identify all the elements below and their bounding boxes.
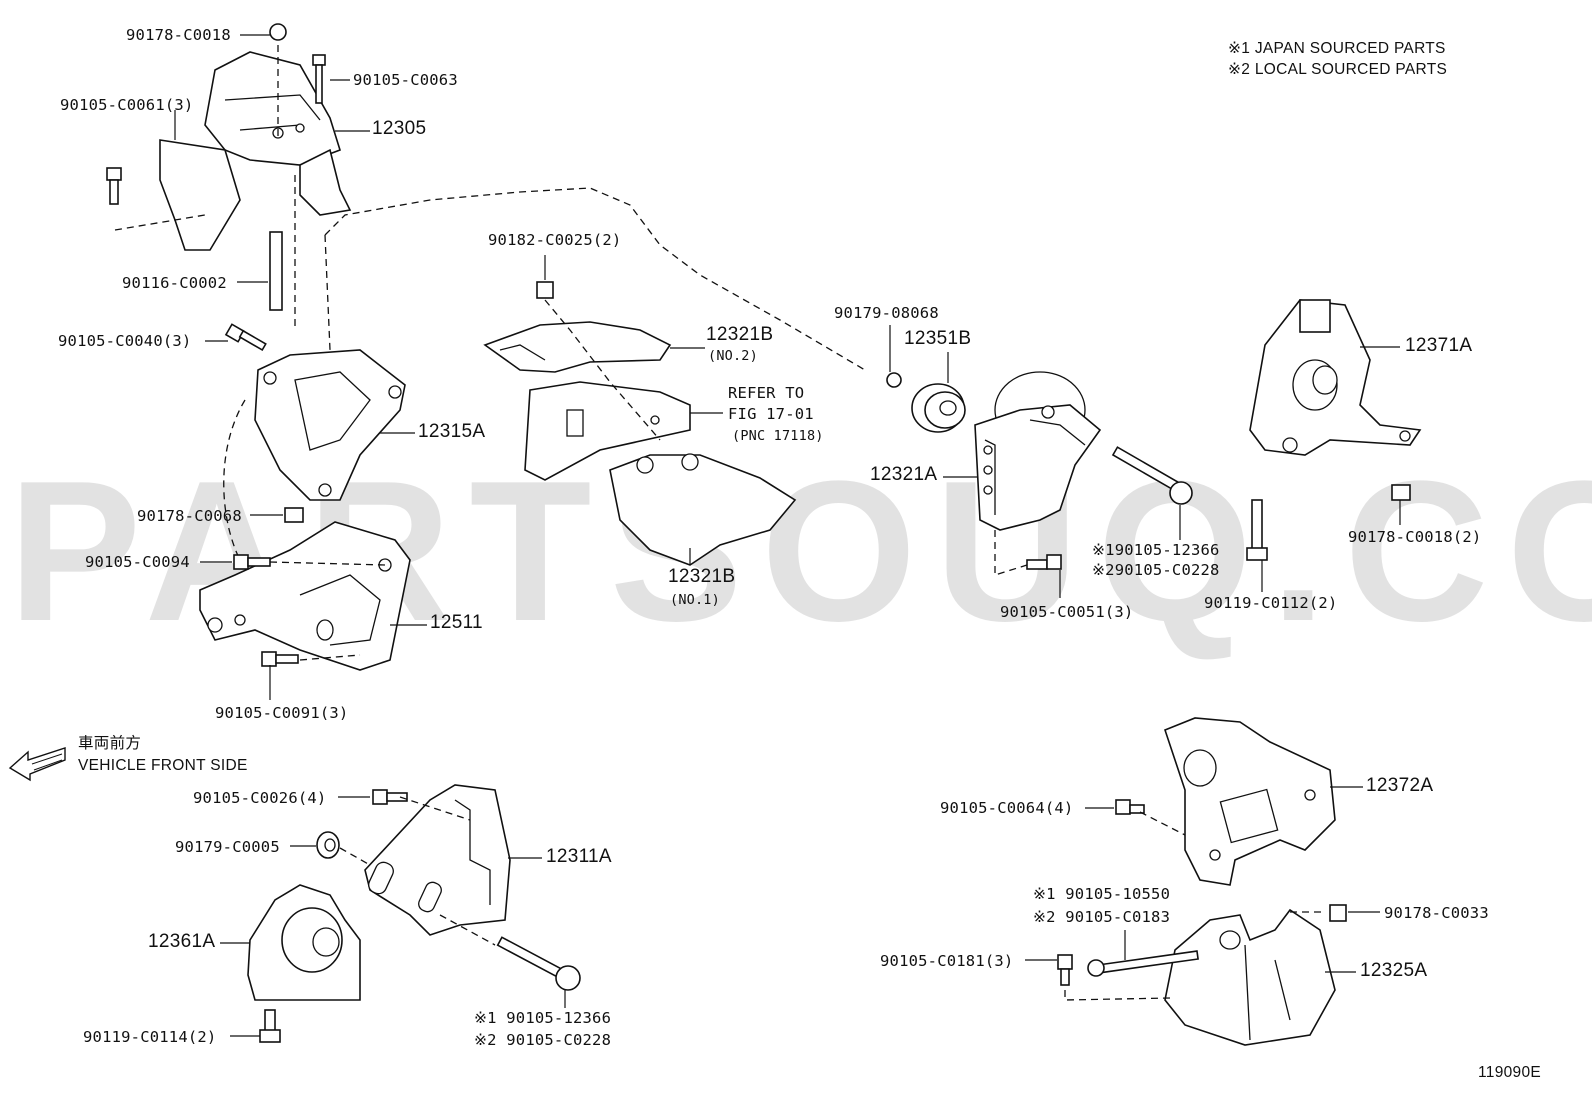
note-japan-sourced: ※1 JAPAN SOURCED PARTS	[1228, 40, 1446, 57]
label-90105-C0051[interactable]: 90105-C0051(3)	[1000, 603, 1134, 621]
label-12361A[interactable]: 12361A	[148, 931, 216, 952]
bolt-90119-C0112[interactable]	[1246, 499, 1268, 561]
bolt-90119-C0114[interactable]	[259, 1009, 281, 1043]
bolt-90105-C0063[interactable]	[312, 54, 326, 104]
label-90116-C0002[interactable]: 90116-C0002	[122, 274, 227, 292]
refer-line1: REFER TO	[728, 384, 805, 402]
refer-line2[interactable]: FIG 17-01	[728, 405, 814, 423]
nut-90178-C0018-2[interactable]	[1391, 484, 1411, 501]
label-90105-C0040[interactable]: 90105-C0040(3)	[58, 332, 192, 350]
label-90179-C0005[interactable]: 90179-C0005	[175, 838, 280, 856]
nut-90179-08068[interactable]	[886, 372, 902, 388]
label-12315A[interactable]: 12315A	[418, 421, 486, 442]
label-12321B-no2-sub: (NO.2)	[708, 348, 758, 364]
direction-label-jp: 車両前方	[78, 735, 142, 752]
direction-label-en: VEHICLE FRONT SIDE	[78, 757, 248, 774]
label-90105-C0061[interactable]: 90105-C0061(3)	[60, 96, 194, 114]
part-12372A[interactable]	[1164, 717, 1336, 886]
label-12325A[interactable]: 12325A	[1360, 960, 1428, 981]
bolt-90105-C0181[interactable]	[1057, 954, 1073, 986]
part-12305[interactable]	[159, 51, 352, 251]
part-12311A[interactable]	[364, 784, 511, 936]
label-12511[interactable]: 12511	[430, 612, 483, 633]
part-12321B-no2[interactable]	[483, 321, 672, 373]
label-12372A[interactable]: 12372A	[1366, 775, 1434, 796]
bolt-90178-C0018[interactable]	[269, 23, 287, 41]
label-12321A[interactable]: 12321A	[870, 464, 938, 485]
nut-90179-C0005[interactable]	[316, 831, 340, 859]
bolt-90105-12366-b[interactable]	[496, 936, 581, 991]
part-12325A[interactable]	[1164, 908, 1336, 1046]
label-90105-C0026[interactable]: 90105-C0026(4)	[193, 789, 327, 807]
refer-line3: (PNC 17118)	[732, 428, 824, 444]
label-90119-C0114[interactable]: 90119-C0114(2)	[83, 1028, 217, 1046]
bolt-90105-C0091[interactable]	[261, 651, 299, 667]
part-12321B-no1[interactable]	[609, 453, 797, 566]
part-12371A[interactable]	[1249, 299, 1422, 456]
bolt-90105-C0061[interactable]	[106, 167, 122, 205]
label-12321B-no2[interactable]: 12321B	[706, 324, 774, 345]
label-90105-C0064[interactable]: 90105-C0064(4)	[940, 799, 1074, 817]
label-90105-C0091[interactable]: 90105-C0091(3)	[215, 704, 349, 722]
label-90105-C0181[interactable]: 90105-C0181(3)	[880, 952, 1014, 970]
label-90179-08068[interactable]: 90179-08068	[834, 304, 939, 322]
leader-lines	[174, 34, 1401, 1037]
part-12511[interactable]	[199, 521, 411, 671]
part-12315A[interactable]	[254, 349, 406, 501]
part-12361A[interactable]	[247, 884, 361, 1001]
stud-90116-C0002[interactable]	[269, 231, 283, 311]
bolt-90105-C0026[interactable]	[372, 789, 408, 805]
label-90178-C0068[interactable]: 90178-C0068	[137, 507, 242, 525]
label-90105-C0228-b[interactable]: ※2 90105-C0228	[474, 1031, 612, 1049]
bolt-90105-10550[interactable]	[1087, 950, 1199, 977]
part-12351B[interactable]	[911, 383, 966, 433]
label-90182-C0025[interactable]: 90182-C0025(2)	[488, 231, 622, 249]
label-90178-C0018[interactable]: 90178-C0018	[126, 26, 231, 44]
label-90119-C0112[interactable]: 90119-C0112(2)	[1204, 594, 1338, 612]
bolt-90105-C0040[interactable]	[224, 323, 267, 352]
nut-90178-C0068[interactable]	[284, 507, 304, 523]
label-12351B[interactable]: 12351B	[904, 328, 972, 349]
label-12321B-no1-sub: (NO.1)	[670, 592, 720, 608]
nut-90178-C0033[interactable]	[1329, 904, 1347, 922]
label-12321B-no1[interactable]: 12321B	[668, 566, 736, 587]
label-90178-C0033[interactable]: 90178-C0033	[1384, 904, 1489, 922]
label-12371A[interactable]: 12371A	[1405, 335, 1473, 356]
label-90105-12366-a[interactable]: ※190105-12366	[1092, 541, 1220, 559]
bolt-90105-C0051[interactable]	[1026, 554, 1062, 570]
label-90105-C0228-a[interactable]: ※290105-C0228	[1092, 561, 1220, 579]
label-90105-12366-b[interactable]: ※1 90105-12366	[474, 1009, 612, 1027]
bolt-90105-C0064[interactable]	[1115, 799, 1145, 815]
label-12311A[interactable]: 12311A	[546, 846, 612, 867]
label-90105-C0063[interactable]: 90105-C0063	[353, 71, 458, 89]
label-90105-C0183[interactable]: ※2 90105-C0183	[1033, 908, 1171, 926]
plate-center	[524, 381, 691, 481]
label-90178-C0018-2[interactable]: 90178-C0018(2)	[1348, 528, 1482, 546]
part-12321A[interactable]	[974, 371, 1102, 531]
figure-id: 119090E	[1478, 1064, 1542, 1081]
front-arrow-icon	[8, 747, 66, 782]
label-90105-C0094[interactable]: 90105-C0094	[85, 553, 190, 571]
label-90105-10550[interactable]: ※1 90105-10550	[1033, 885, 1171, 903]
note-local-sourced: ※2 LOCAL SOURCED PARTS	[1228, 61, 1448, 78]
nut-90182-C0025[interactable]	[536, 281, 554, 299]
bolt-90105-12366[interactable]	[1111, 446, 1193, 505]
label-12305[interactable]: 12305	[372, 118, 427, 139]
